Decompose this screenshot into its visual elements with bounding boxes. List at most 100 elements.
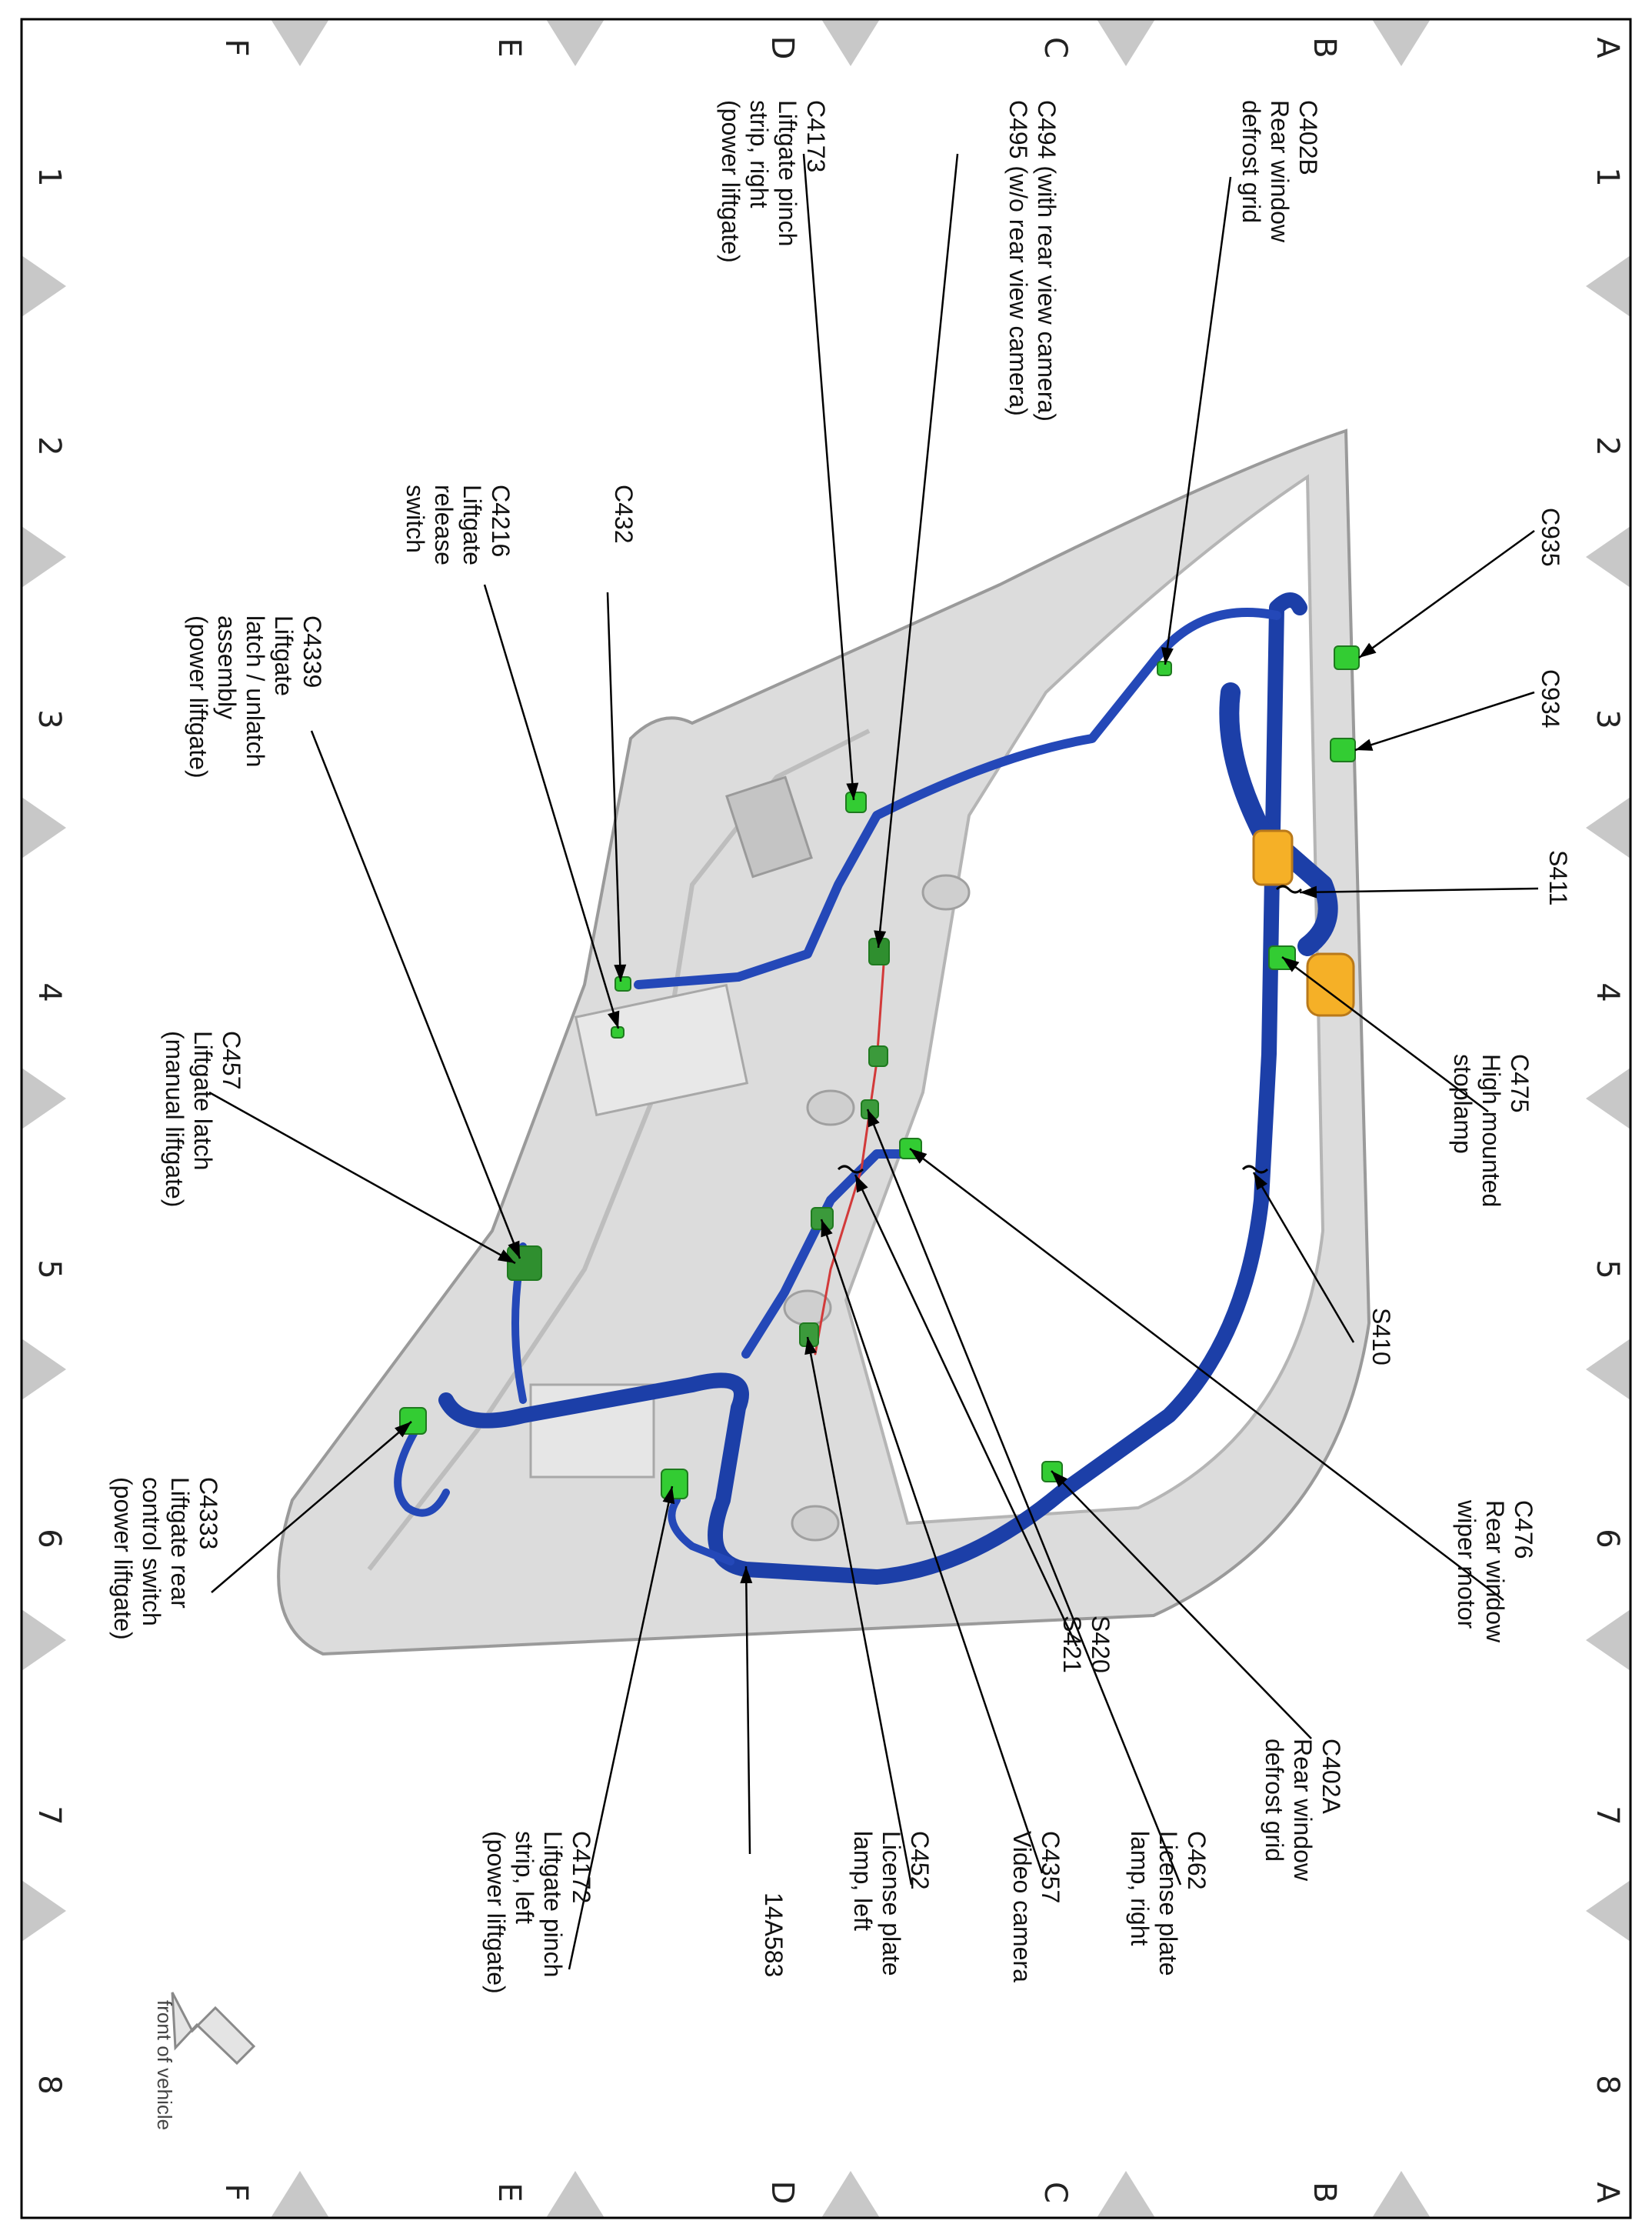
- callout-c4172-line-1: Liftgate pinch: [539, 1831, 567, 1977]
- callout-c4339-line-0: C4339: [298, 615, 326, 688]
- leader-arrow-2: [846, 782, 859, 800]
- callout-s411-line-0: S411: [1544, 850, 1572, 905]
- callout-c4173-line-0: C4173: [802, 100, 830, 172]
- callout-c402b-line-2: defrost grid: [1237, 100, 1265, 223]
- leader-arrow-11: [821, 1219, 833, 1238]
- callout-c4172-line-3: (power liftgate): [482, 1831, 510, 1994]
- front-of-vehicle-arrow-icon: [171, 1992, 256, 2066]
- leader-line-12: [866, 1109, 1182, 1886]
- grid-row-bottom-B: B: [1307, 2182, 1342, 2202]
- splice-marks: [837, 885, 1303, 1174]
- leader-line-10: [806, 1336, 913, 1886]
- callout-c4333-line-0: C4333: [195, 1477, 222, 1549]
- grid-col-left-5: 5: [32, 1259, 67, 1279]
- callout-s420-line-0: S420: [1087, 1615, 1114, 1673]
- callout-c432: C432: [610, 485, 638, 544]
- callout-c4357-line-0: C4357: [1037, 1831, 1064, 1903]
- leader-line-7: [211, 1421, 412, 1593]
- grid-col-right-2: 2: [1590, 436, 1625, 455]
- callout-s410-line-0: S410: [1367, 1308, 1395, 1365]
- main-harness: [394, 592, 1338, 1585]
- leader-arrow-7: [395, 1422, 411, 1438]
- grid-row-top-D: D: [764, 36, 800, 60]
- leader-line-16: [1252, 1172, 1355, 1343]
- grid-col-right-4: 4: [1590, 982, 1625, 1002]
- leader-line-14: [1051, 1470, 1312, 1739]
- leader-line-9: [744, 1565, 751, 1855]
- diagram-frame: [20, 18, 1632, 2219]
- high-mounted-stoplamp: [1252, 829, 1355, 1017]
- grid-row-bottom-E: E: [491, 2182, 527, 2202]
- grid-col-right-1: 1: [1590, 167, 1625, 186]
- leader-arrow-13: [855, 1175, 868, 1193]
- grid-col-left-6: 6: [32, 1529, 67, 1548]
- grid-row-top-A: A: [1590, 37, 1625, 58]
- callout-c462-line-1: License plate: [1154, 1831, 1182, 1976]
- leader-arrow-14: [1051, 1471, 1068, 1488]
- grid-col-left-1: 1: [32, 167, 67, 186]
- leader-arrow-5: [508, 1240, 520, 1259]
- grid-col-right-5: 5: [1590, 1259, 1625, 1279]
- leader-line-18: [1299, 887, 1539, 894]
- front-of-vehicle-label: front of vehicle: [153, 2000, 176, 2130]
- callout-c935-line-0: C935: [1537, 508, 1564, 567]
- callout-c4173-line-2: strip, right: [745, 100, 773, 208]
- leader-arrow-18: [1300, 885, 1317, 899]
- leader-arrow-6: [497, 1249, 515, 1263]
- leader-arrow-0: [1161, 647, 1174, 665]
- callout-c4173-line-1: Liftgate pinch: [774, 100, 801, 246]
- grid-col-right-3: 3: [1590, 709, 1625, 729]
- leader-arrow-15: [910, 1149, 928, 1164]
- grid-row-top-E: E: [491, 38, 527, 57]
- callout-c462-line-2: lamp, right: [1126, 1831, 1154, 1946]
- leader-line-0: [1164, 176, 1232, 665]
- callout-c475-line-0: C475: [1506, 1054, 1534, 1113]
- callout-leader-lines: [208, 153, 1539, 1970]
- leader-line-2: [802, 153, 855, 801]
- border-grid-markers: [22, 19, 1630, 2218]
- leader-line-15: [909, 1148, 1504, 1601]
- callout-c4333-line-1: Liftgate rear: [166, 1477, 194, 1609]
- grid-col-left-7: 7: [32, 1806, 67, 1825]
- grid-col-left-8: 8: [32, 2075, 67, 2094]
- callout-c494: C494 (with rear view camera)C495 (w/o re…: [1004, 100, 1061, 422]
- callout-c934-line-0: C934: [1537, 669, 1564, 729]
- leader-line-1: [877, 153, 959, 949]
- callout-c4333-line-3: (power liftgate): [109, 1477, 137, 1640]
- callout-c4173-line-3: (power liftgate): [717, 100, 744, 263]
- callout-c457-line-1: Liftgate latch: [189, 1031, 217, 1170]
- leader-line-5: [310, 730, 521, 1259]
- callout-c402b-line-1: Rear window: [1266, 100, 1294, 243]
- callout-c452-line-2: lamp, left: [849, 1831, 877, 1931]
- callout-c4339-line-2: latch / unlatch: [241, 615, 269, 767]
- callout-c476-line-1: Rear window: [1481, 1500, 1509, 1643]
- callout-s410: S410: [1367, 1308, 1395, 1365]
- leader-arrow-16: [1254, 1172, 1268, 1191]
- callout-s420-line-1: S421: [1058, 1615, 1086, 1673]
- callout-c402b-line-0: C402B: [1294, 100, 1322, 175]
- callout-w14a583-line-0: 14A583: [760, 1892, 788, 1977]
- leader-line-8: [568, 1485, 674, 1970]
- callout-c4339-line-1: Liftgate: [270, 615, 298, 696]
- callout-c476-line-2: wiper motor: [1453, 1499, 1480, 1629]
- callout-c4339-line-3: assembly: [213, 615, 241, 719]
- callout-c935: C935: [1537, 508, 1564, 567]
- grid-col-right-8: 8: [1590, 2075, 1625, 2094]
- grid-row-top-B: B: [1307, 37, 1342, 58]
- callout-c4216-line-0: C4216: [487, 485, 515, 557]
- callout-c457-line-2: (manual liftgate): [161, 1031, 188, 1207]
- callout-c462-line-0: C462: [1183, 1831, 1211, 1890]
- callout-c457-line-0: C457: [218, 1031, 245, 1090]
